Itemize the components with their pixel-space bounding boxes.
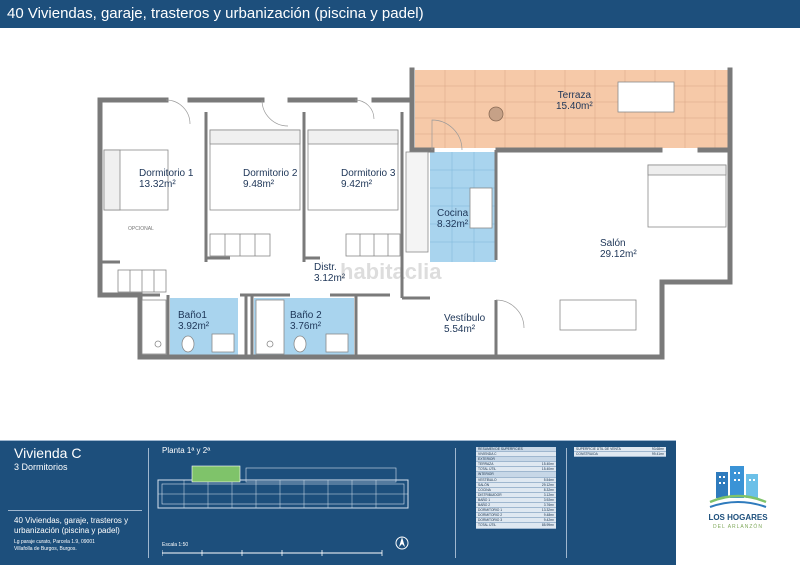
room-area: 8.32m² (437, 219, 469, 230)
scale-label: Escala 1:50 (162, 542, 189, 548)
scale-bar (162, 550, 383, 556)
footer-divider (0, 440, 676, 441)
room-name: Baño 2 (290, 310, 322, 321)
room-name: Salón (600, 238, 626, 249)
logo-panel: LOS HOGARES DEL ARLANZÓN (676, 440, 800, 565)
planta-label: Planta 1ª y 2ª (162, 446, 211, 455)
header-bar: 40 Viviendas, garaje, trasteros y urbani… (0, 0, 800, 28)
bedrooms-count: 3 Dormitorios (14, 462, 68, 472)
room-name: Distr. (314, 262, 337, 273)
table-title: RESUMEN DE SUPERFICIES (478, 447, 523, 451)
terrace-area (415, 70, 730, 148)
unit-title: Vivienda C (14, 445, 82, 461)
room-area: 9.48m² (243, 179, 275, 190)
page-title: 40 Viviendas, garaje, trasteros y urbani… (7, 5, 424, 22)
project-name-line2: urbanización (piscina y padel) (14, 526, 120, 535)
areas-table: RESUMEN DE SUPERFICIES VIVIENDA C EXTERI… (476, 447, 556, 529)
room-name: Terraza (557, 90, 592, 101)
room-name: Vestíbulo (444, 313, 486, 324)
table-subtitle: VIVIENDA C (478, 452, 497, 457)
room-label-dormitorio-1: Dormitorio 1 13.32m² (139, 168, 193, 190)
keyplan-highlight (191, 465, 241, 483)
room-name: Dormitorio 1 (139, 168, 194, 179)
room-area: 3.76m² (290, 321, 322, 332)
room-label-salon: Salón 29.12m² (600, 238, 637, 260)
footer-divider (566, 448, 567, 558)
interior-label: INTERIOR (478, 472, 494, 477)
room-label-vestibulo: Vestíbulo 5.54m² (444, 313, 485, 335)
room-area: 15.40m² (556, 101, 593, 112)
room-label-cocina: Cocina 8.32m² (437, 208, 468, 230)
logo-name: LOS HOGARES (708, 513, 768, 522)
exterior-label: EXTERIOR (478, 457, 495, 462)
watermark: habitaclia (340, 259, 442, 284)
north-arrow-icon (395, 536, 409, 550)
room-label-terraza: Terraza 15.40m² (556, 90, 593, 112)
room-label-distribuidor: Distr. 3.12m² (314, 262, 345, 284)
logo-tagline: DEL ARLANZÓN (713, 524, 763, 530)
floor-plan (97, 67, 733, 360)
room-name: Dormitorio 2 (243, 168, 298, 179)
room-name: Dormitorio 3 (341, 168, 396, 179)
footer-divider (8, 510, 142, 511)
room-label-dormitorio-3: Dormitorio 3 9.42m² (341, 168, 395, 190)
key-plan (157, 465, 409, 509)
room-area: 3.12m² (314, 273, 346, 284)
room-area: 13.32m² (139, 179, 176, 190)
room-label-bano-2: Baño 2 3.76m² (290, 310, 322, 332)
optional-note: OPCIONAL (128, 226, 154, 232)
room-area: 3.92m² (178, 321, 210, 332)
address-line1: Lg paraje curato, Parcela 1.9, 09001 (14, 539, 95, 545)
building-logo-icon (709, 466, 767, 508)
room-area: 5.54m² (444, 324, 476, 335)
footer-divider (148, 448, 149, 558)
room-label-dormitorio-2: Dormitorio 2 9.48m² (243, 168, 297, 190)
room-name: Baño1 (178, 310, 207, 321)
project-name-line1: 40 Viviendas, garaje, trasteros y (14, 516, 129, 525)
footer-divider (455, 448, 456, 558)
room-area: 9.42m² (341, 179, 373, 190)
room-name: Cocina (437, 208, 469, 219)
footer-panel: Vivienda C 3 Dormitorios 40 Viviendas, g… (0, 440, 800, 565)
room-area: 29.12m² (600, 249, 637, 260)
room-label-bano-1: Baño1 3.92m² (178, 310, 209, 332)
address-line2: Villafolla de Burgos, Burgos. (14, 546, 77, 552)
